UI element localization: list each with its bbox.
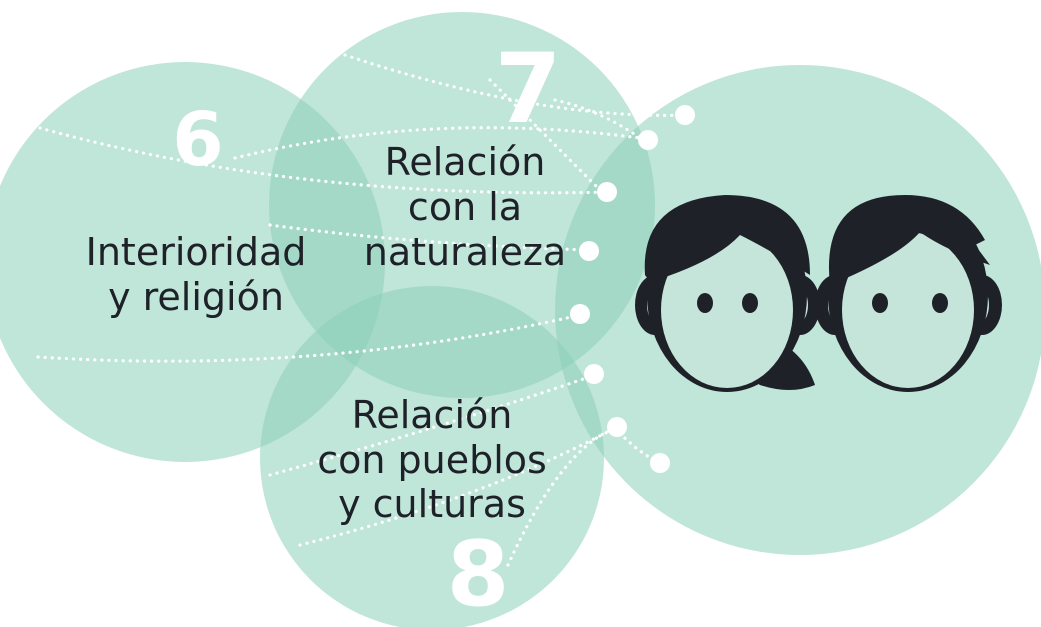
node-dot <box>638 130 658 150</box>
connector-line <box>268 373 597 477</box>
connector-line <box>38 126 612 195</box>
connector-line <box>553 98 642 140</box>
topic-6-label-line-1: Interioridad <box>86 230 307 274</box>
topic-7-label-line-3: naturaleza <box>364 230 566 274</box>
topic-7-number: 7 <box>495 33 562 145</box>
node-dot <box>675 105 695 125</box>
boy-face-icon <box>815 195 1002 392</box>
topic-7-label-line-1: Relación <box>385 140 546 184</box>
topic-8-label-line-3: y culturas <box>338 482 526 526</box>
connector-line <box>488 78 602 192</box>
topic-6-number: 6 <box>172 97 224 183</box>
topic-8-label-line-1: Relación <box>352 393 513 437</box>
topic-8-circle <box>260 286 604 627</box>
topic-8-label-line-2: con pueblos <box>317 438 547 482</box>
connector-line <box>268 223 592 252</box>
node-dot <box>579 241 599 261</box>
connector-line <box>506 426 617 567</box>
topic-6-label-line-2: y religión <box>108 275 284 319</box>
girl-face-icon <box>635 195 820 392</box>
node-dot <box>597 182 617 202</box>
node-dot <box>607 417 627 437</box>
node-dot <box>650 453 670 473</box>
connector-line <box>36 313 582 363</box>
node-dot <box>584 364 604 384</box>
connector-line <box>298 426 617 547</box>
node-dot <box>570 304 590 324</box>
topic-7-label-line-2: con la <box>408 185 522 229</box>
topic-8-number: 8 <box>447 522 510 627</box>
